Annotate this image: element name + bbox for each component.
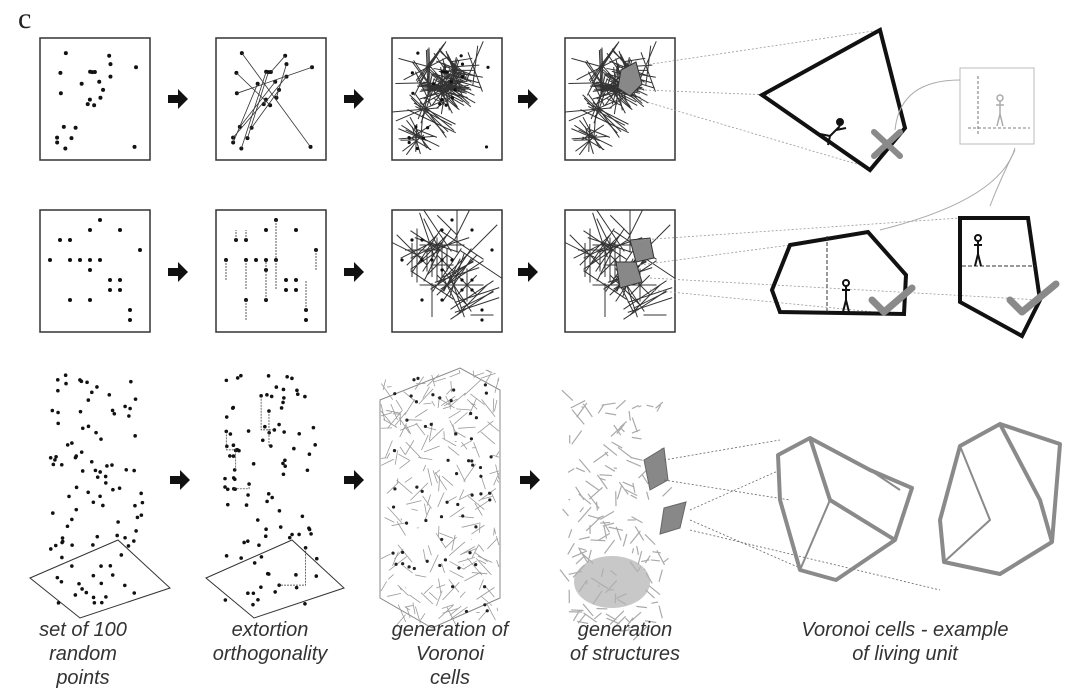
- extortion-points-set: [231, 51, 315, 151]
- human-figure-icon: [819, 118, 847, 146]
- projection-lines-row1: [639, 29, 881, 166]
- rejected-living-unit: [758, 27, 908, 173]
- box-structure-2d: [564, 37, 676, 161]
- right-arrow-icon: [518, 89, 538, 109]
- random-points-set: [55, 51, 139, 151]
- right-arrow-icon: [344, 89, 364, 109]
- human-figure-icon: [842, 279, 850, 313]
- living-unit-3d-2: [938, 422, 1062, 576]
- box-structure-ortho: [564, 209, 676, 333]
- right-arrow-icon: [518, 262, 538, 282]
- ground-plane-2: [205, 539, 345, 619]
- random-points-set-ortho: [48, 218, 142, 322]
- caption-random-points: set of 100 random points: [39, 619, 127, 689]
- right-arrow-icon: [170, 470, 190, 490]
- panel-label: c: [18, 2, 32, 35]
- caption-living-unit: Voronoi cells - example of living unit: [801, 619, 1009, 665]
- human-figure-icon: [996, 94, 1004, 127]
- extortion-points-ortho: [224, 218, 318, 322]
- accepted-living-unit-1: [769, 229, 909, 317]
- check-mark-icon: [868, 284, 916, 316]
- voronoi-block-3d: [379, 367, 501, 629]
- right-arrow-icon: [344, 470, 364, 490]
- right-arrow-icon: [344, 262, 364, 282]
- point-cloud-3d: [48, 373, 145, 605]
- check-mark-icon: [1006, 280, 1060, 316]
- right-arrow-icon: [168, 262, 188, 282]
- right-arrow-icon: [168, 89, 188, 109]
- voronoi-cells-2d: [392, 41, 490, 156]
- living-unit-3d-1: [776, 436, 914, 582]
- box-extortion-ortho: [215, 209, 327, 333]
- curved-arrow-lines: [879, 79, 1016, 231]
- box-voronoi-ortho: [391, 209, 503, 333]
- projection-lines-row3: [663, 439, 941, 591]
- structure-cells-ortho: [565, 210, 675, 320]
- accepted-living-unit-2: [958, 216, 1043, 339]
- reference-box: [959, 67, 1035, 145]
- point-cloud-extortion-3d: [223, 373, 319, 607]
- voronoi-cells-ortho: [392, 210, 502, 322]
- structure-block-3d: [559, 389, 687, 641]
- box-random-points-2d: [39, 37, 151, 161]
- box-voronoi-2d: [391, 37, 503, 161]
- box-extortion-2d: [215, 37, 327, 161]
- cross-mark-icon: [871, 129, 903, 159]
- ground-plane-1: [29, 539, 171, 619]
- caption-extortion: extortion orthogonality: [212, 619, 328, 665]
- human-figure-icon: [974, 234, 982, 267]
- reference-axes: [968, 76, 1030, 134]
- caption-voronoi: generation of Voronoi cells: [391, 619, 509, 689]
- right-arrow-icon: [520, 470, 540, 490]
- box-random-points-ortho: [39, 209, 151, 333]
- structure-cells-2d: [565, 41, 657, 156]
- arrow-group: [168, 89, 540, 490]
- caption-structures: generation of structures: [569, 619, 681, 665]
